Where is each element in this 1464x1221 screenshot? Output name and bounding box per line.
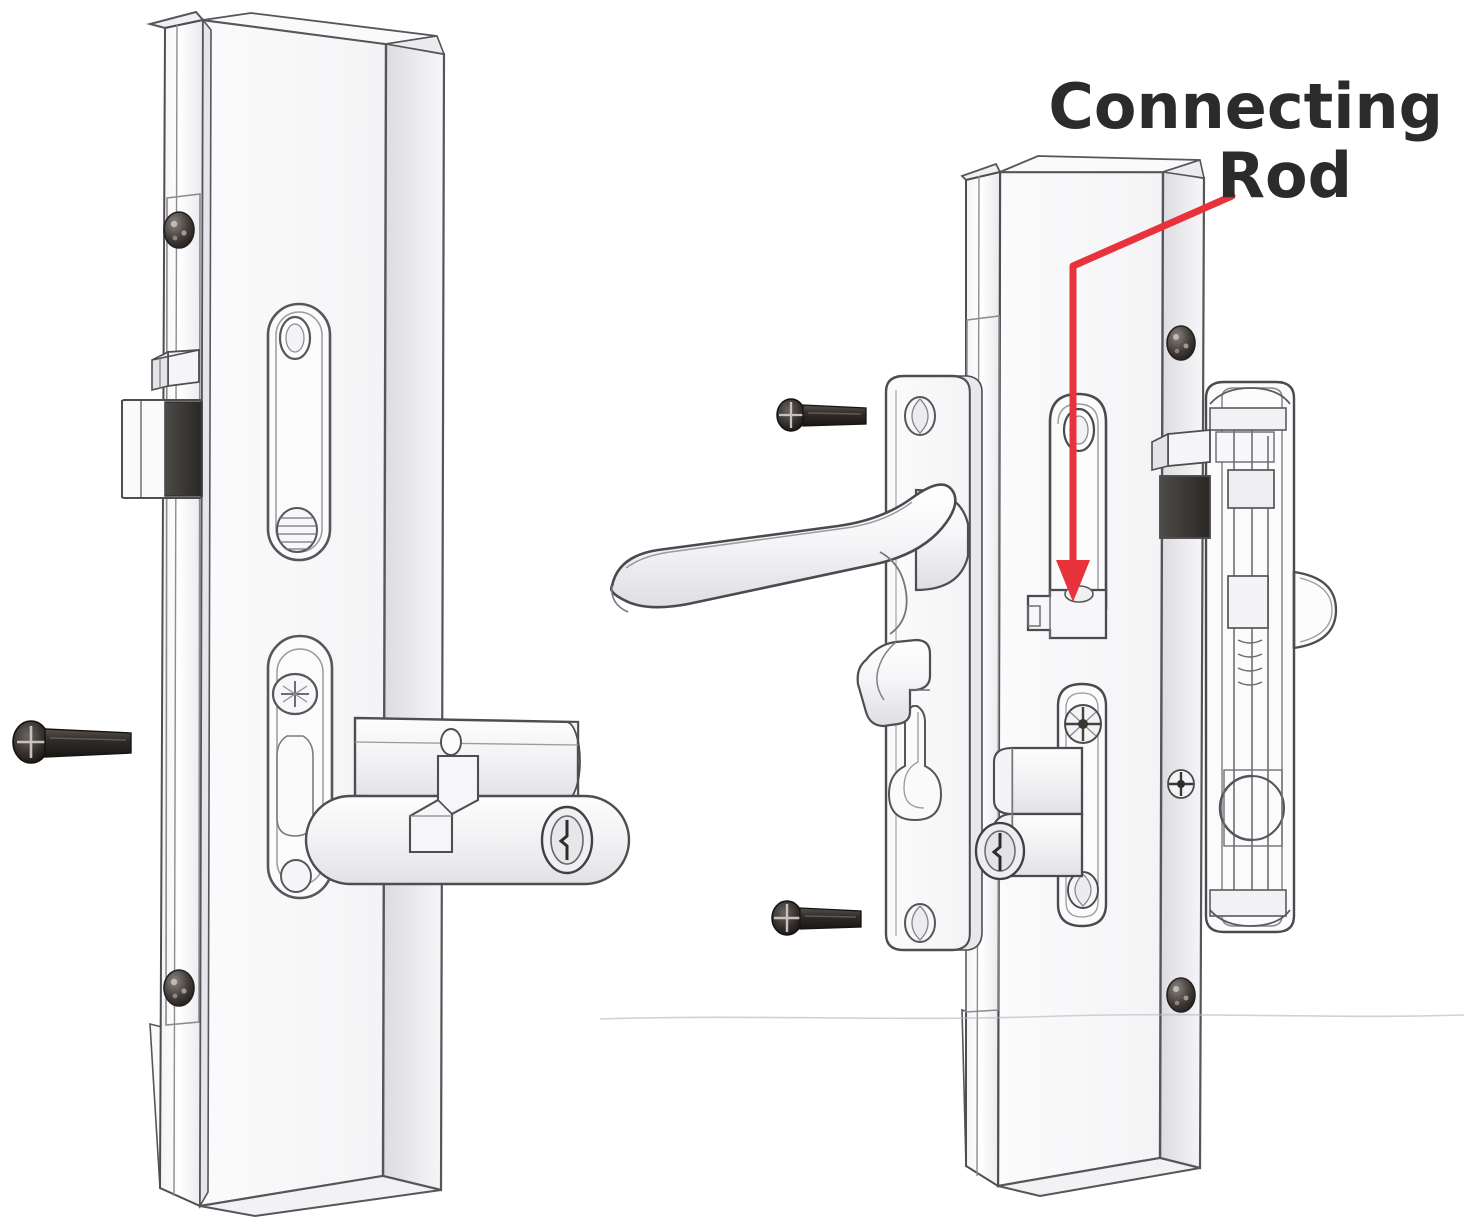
right-door-back-slab: [1158, 168, 1206, 1170]
cylinder-plate-screw-bottom: [1067, 871, 1099, 909]
cylinder-lock-upper-body: [1010, 746, 1084, 816]
handle-escutcheon-plate: [856, 374, 983, 952]
escutcheon-thumb-turn: [856, 638, 932, 728]
left-cylinder-key-slot: [558, 820, 569, 860]
right-door-top-corner: [1162, 158, 1206, 179]
right-door-bottom-face: [997, 1156, 1201, 1198]
connecting-rod-arrowhead: [1056, 560, 1090, 602]
mortise-lock-slider: [1227, 575, 1269, 629]
mortise-lock-bottom-plate: [1209, 889, 1287, 917]
connecting-rod-body: [1048, 392, 1108, 610]
left-screw-phillips-slot: [17, 726, 45, 758]
screw-bottom-phillips: [774, 904, 800, 932]
mortise-lock-rails: [1233, 430, 1269, 910]
right-faceplate-screw-bottom: [1166, 977, 1196, 1013]
left-cylinder-top-boss: [440, 728, 462, 756]
screw-top-phillips: [779, 402, 803, 428]
escutcheon-screw-hole-bottom: [904, 903, 936, 943]
left-insert-threads: [278, 517, 316, 550]
right-cylinder-key-slot: [991, 833, 1002, 871]
connecting-rod-leader-line: [1069, 192, 1236, 589]
connecting-rod-inner-line: [1057, 403, 1099, 604]
left-faceplate-recess: [165, 193, 201, 1026]
left-recess-threaded-insert: [276, 507, 318, 553]
left-oval-recess-upper: [266, 302, 332, 562]
mortise-lock-top-plate: [1209, 407, 1287, 431]
lever-handle: [609, 483, 957, 635]
right-faceplate-screw-mid: [1167, 769, 1195, 799]
screw-bottom-shank: [799, 907, 862, 930]
scan-artifact-line: [599, 1013, 1464, 1020]
right-cylinder-assembly: [974, 682, 1108, 928]
escutcheon-plate-edge: [951, 375, 983, 951]
left-mounting-screw: [12, 720, 132, 764]
left-faceplate-edge: [199, 17, 212, 1210]
mortise-latch-follower: [1227, 469, 1275, 509]
right-door-stile-panel: [960, 155, 1206, 1198]
escutcheon-mounting-screw-top: [776, 398, 867, 432]
left-lock-faceplate: [158, 17, 212, 1210]
left-assembly: [12, 10, 631, 1218]
mortise-latch-bolt-right: [1292, 570, 1338, 650]
escutcheon-keyhole: [887, 705, 943, 822]
cylinder-plate-screw-top: [1064, 704, 1102, 744]
right-mortise-lock-body: [1204, 380, 1296, 934]
mortise-lock-spring: [1237, 639, 1263, 686]
mortise-lock-latch-left: [1151, 429, 1211, 539]
left-cylinder-cam: [408, 754, 480, 854]
left-door-top-corner: [385, 35, 446, 56]
lever-handle-body: [609, 483, 957, 609]
left-door-front-face: [198, 18, 388, 1208]
escutcheon-mounting-screw-bottom: [771, 900, 862, 936]
connecting-rod-bracket-detail: [1027, 590, 1051, 638]
right-faceplate-screw-top: [1166, 325, 1196, 361]
left-recess-keyway: [276, 735, 314, 837]
lever-handle-neck-line: [879, 551, 908, 635]
left-door-bottom-face: [199, 1174, 442, 1218]
left-euro-cylinder: [304, 716, 631, 886]
right-door-front-face: [996, 170, 1165, 1188]
mortise-deadbolt-block: [1159, 475, 1211, 539]
connecting-rod-label-line1: Connecting: [1048, 70, 1443, 143]
lever-handle-highlight: [625, 501, 913, 569]
escutcheon-screw-hole-top: [904, 396, 936, 436]
left-faceplate-screw-top: [163, 211, 195, 249]
connecting-rod-label-line2: Rod: [1217, 139, 1352, 212]
left-faceplate-screw-bottom: [163, 969, 195, 1007]
left-oval-recess-outline: [266, 302, 332, 562]
left-deadbolt-shadow: [164, 401, 202, 497]
left-door-back-slab: [381, 41, 446, 1192]
screw-top-shank: [802, 404, 867, 427]
left-dead-bolt: [121, 399, 203, 499]
left-screw-shank: [44, 728, 132, 758]
right-assembly: [609, 155, 1338, 1198]
left-recess-lower-hole: [280, 859, 312, 893]
left-latch-bolt: [151, 349, 200, 392]
connecting-rod-annotation: [1056, 192, 1236, 602]
